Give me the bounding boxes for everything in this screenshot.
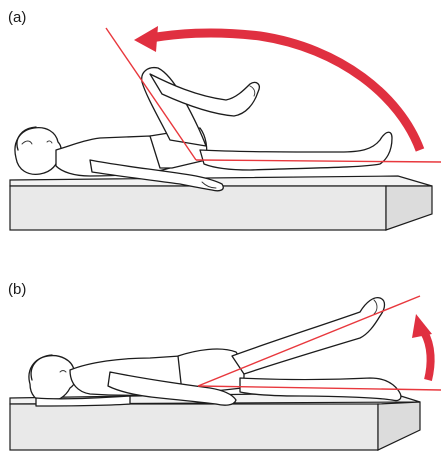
arrow-head-b <box>412 314 432 338</box>
patient-supine <box>15 68 392 191</box>
arrow-head-a <box>134 26 158 52</box>
panel-a: (a) <box>8 9 441 230</box>
panel-a-label: (a) <box>8 9 26 26</box>
straight-leg-a <box>200 132 392 170</box>
patient-side-lying <box>29 298 401 406</box>
table-side-a <box>10 186 386 230</box>
table-end-b <box>378 402 420 450</box>
panel-b-label: (b) <box>8 281 26 298</box>
head-a <box>15 128 61 175</box>
raised-leg-line-b <box>198 296 420 386</box>
arrow-arc-b <box>424 332 431 380</box>
panel-b: (b) <box>8 281 441 450</box>
table-side-b <box>10 404 378 450</box>
table-end-a <box>386 186 432 230</box>
arrow-b <box>412 314 432 380</box>
